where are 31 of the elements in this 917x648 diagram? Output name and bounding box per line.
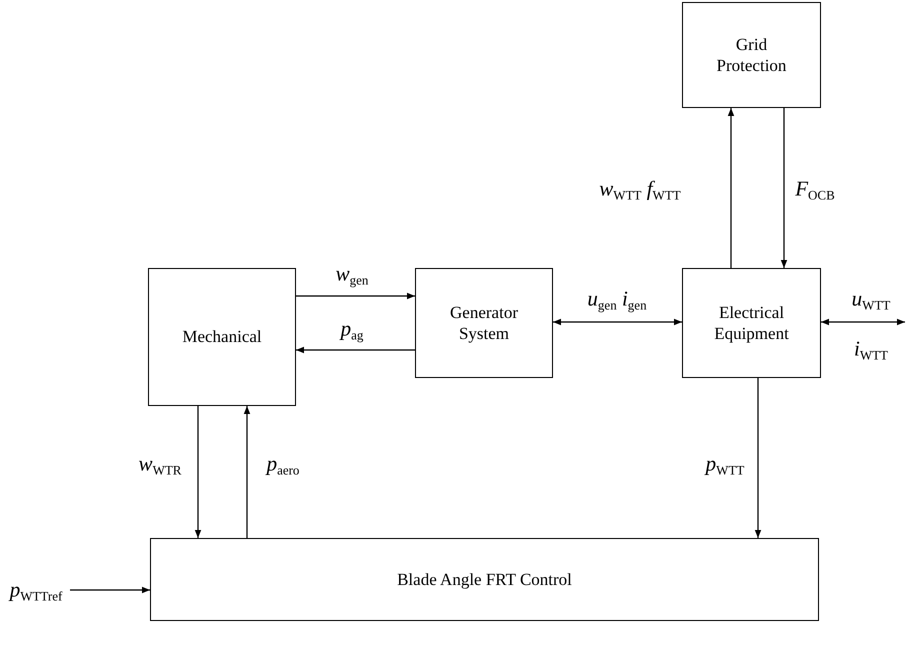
signal-label: i$_{WTT}$: [854, 338, 888, 362]
arrow: [194, 406, 202, 538]
arrow: [754, 378, 762, 538]
box-label: Grid Protection: [716, 34, 788, 76]
edge-label: w$_{gen}$: [336, 264, 368, 286]
arrow: [244, 406, 250, 538]
edge-label: w$_{WTR}$: [138, 454, 182, 476]
process-box: [148, 268, 296, 406]
edge-label: p$_{ag}$: [340, 318, 364, 342]
arrow: [553, 318, 682, 326]
edge-label: p$_{WTTref}$: [10, 580, 62, 602]
edge-label: F$_{OCB}$: [795, 178, 835, 202]
edge-label: w$_{WTT}$ f$_{WTT}$: [599, 178, 681, 202]
process-box: [150, 538, 819, 621]
box-label: Blade Angle FRT Control: [397, 568, 572, 590]
box-label: Mechanical: [182, 326, 262, 348]
edge-label: p$_{aero}$: [266, 454, 300, 476]
arrow: [70, 586, 150, 594]
arrow: [296, 292, 415, 300]
arrow: [296, 346, 415, 354]
arrow: [780, 108, 788, 268]
box-label: Generator System: [449, 302, 519, 344]
edge-label: u$_{gen}$ i$_{gen}$: [587, 288, 647, 312]
box-label: Electrical Equipment: [713, 302, 790, 344]
process-box: [682, 268, 821, 378]
process-box: [682, 2, 821, 108]
signal-label: u$_{WTT}$: [852, 288, 890, 312]
process-box: [415, 268, 553, 378]
arrow: [728, 108, 734, 268]
edge-label: p$_{WTT}$: [706, 454, 744, 476]
arrow: [821, 318, 905, 326]
